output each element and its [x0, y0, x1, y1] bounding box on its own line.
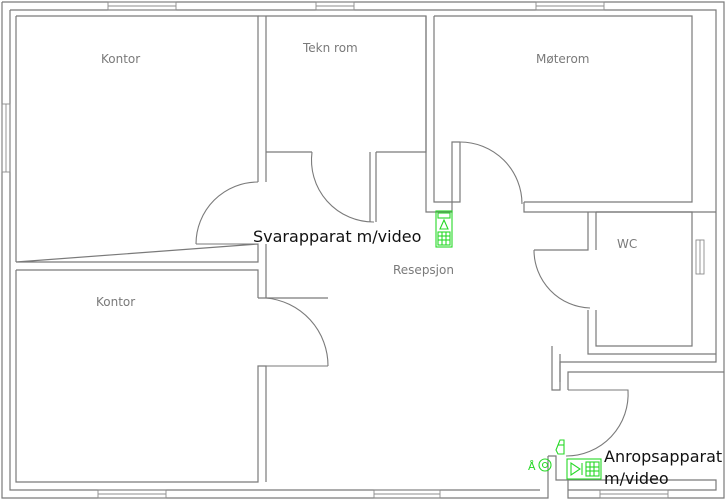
side-windows — [1, 103, 705, 275]
call-unit-icon[interactable] — [566, 458, 602, 480]
answer-unit-label: Svarapparat m/video — [253, 227, 421, 246]
wc-walls — [534, 211, 716, 355]
room-label-wc: WC — [617, 237, 637, 251]
room-label-moterom: Møterom — [536, 52, 589, 66]
small-symbol-label: Å — [528, 460, 536, 473]
top-windows — [107, 1, 605, 11]
call-unit-label-line2: m/video — [604, 469, 669, 488]
kontor-top-walls — [15, 15, 312, 263]
room-label-kontor-top: Kontor — [101, 52, 140, 66]
room-label-tekn-rom: Tekn rom — [302, 41, 358, 55]
bottom-windows — [97, 489, 669, 499]
call-unit-label-line1: Anropsapparat — [604, 447, 722, 466]
reception-walls — [548, 346, 568, 481]
room-label-kontor-bottom: Kontor — [96, 295, 135, 309]
kontor-bottom-walls — [15, 244, 328, 483]
answer-unit-icon[interactable] — [435, 210, 453, 248]
moterom-walls — [425, 15, 693, 213]
room-label-resepsjon: Resepsjon — [393, 263, 454, 277]
door-swings — [195, 141, 629, 457]
doorbell-button-icon — [538, 458, 552, 472]
camera-icon — [555, 439, 565, 455]
